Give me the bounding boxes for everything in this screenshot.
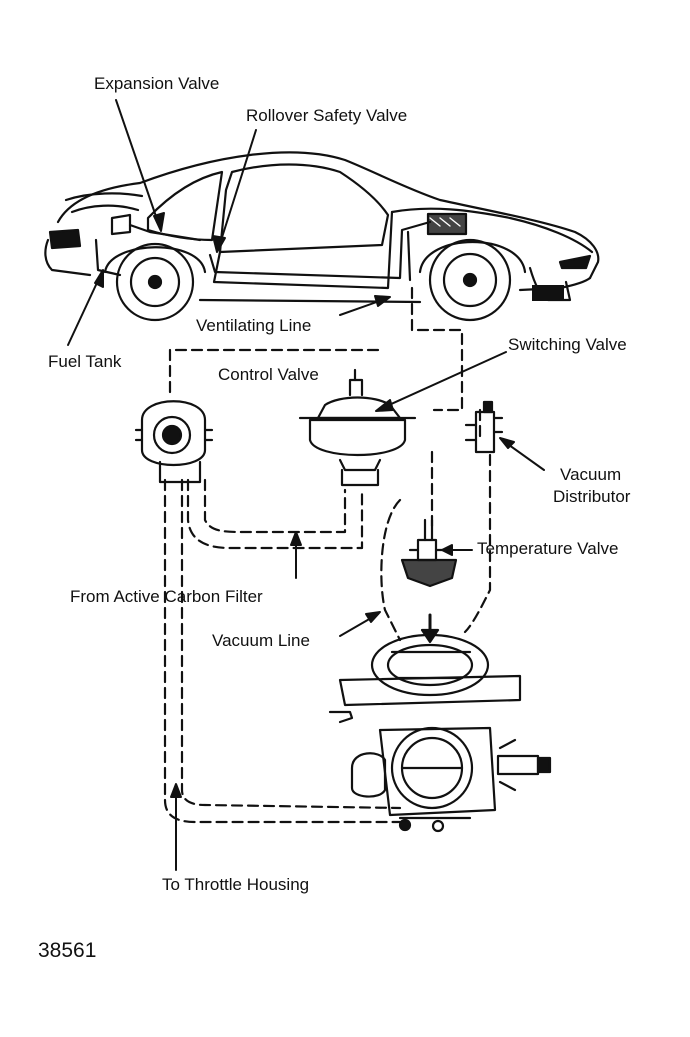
rear-wheel xyxy=(115,242,195,322)
label-vacuum-line: Vacuum Line xyxy=(212,631,310,650)
car-body xyxy=(44,151,600,304)
label-rollover-safety-valve: Rollover Safety Valve xyxy=(246,106,408,125)
front-wheel xyxy=(428,238,512,322)
label-fuel-tank: Fuel Tank xyxy=(48,352,122,371)
label-switching-valve: Switching Valve xyxy=(508,335,627,354)
dashed-lines xyxy=(163,286,492,824)
label-from-active-carbon-filter: From Active Carbon Filter xyxy=(70,587,263,606)
label-vacuum-distributor-2: Distributor xyxy=(553,487,631,506)
label-to-throttle-housing: To Throttle Housing xyxy=(162,875,310,894)
label-temperature-valve: Temperature Valve xyxy=(477,539,619,558)
label-vacuum-distributor-1: Vacuum xyxy=(560,465,622,484)
label-expansion-valve: Expansion Valve xyxy=(94,74,220,93)
expansion-tank-valve xyxy=(134,400,214,484)
vacuum-distributor-body xyxy=(464,400,504,454)
label-control-valve: Control Valve xyxy=(218,365,319,384)
figure-number: 38561 xyxy=(38,939,97,962)
throttle-housing xyxy=(328,613,552,833)
control-valve-body xyxy=(298,368,417,487)
pointer-arrows xyxy=(67,99,545,871)
label-ventilating-line: Ventilating Line xyxy=(196,316,312,335)
